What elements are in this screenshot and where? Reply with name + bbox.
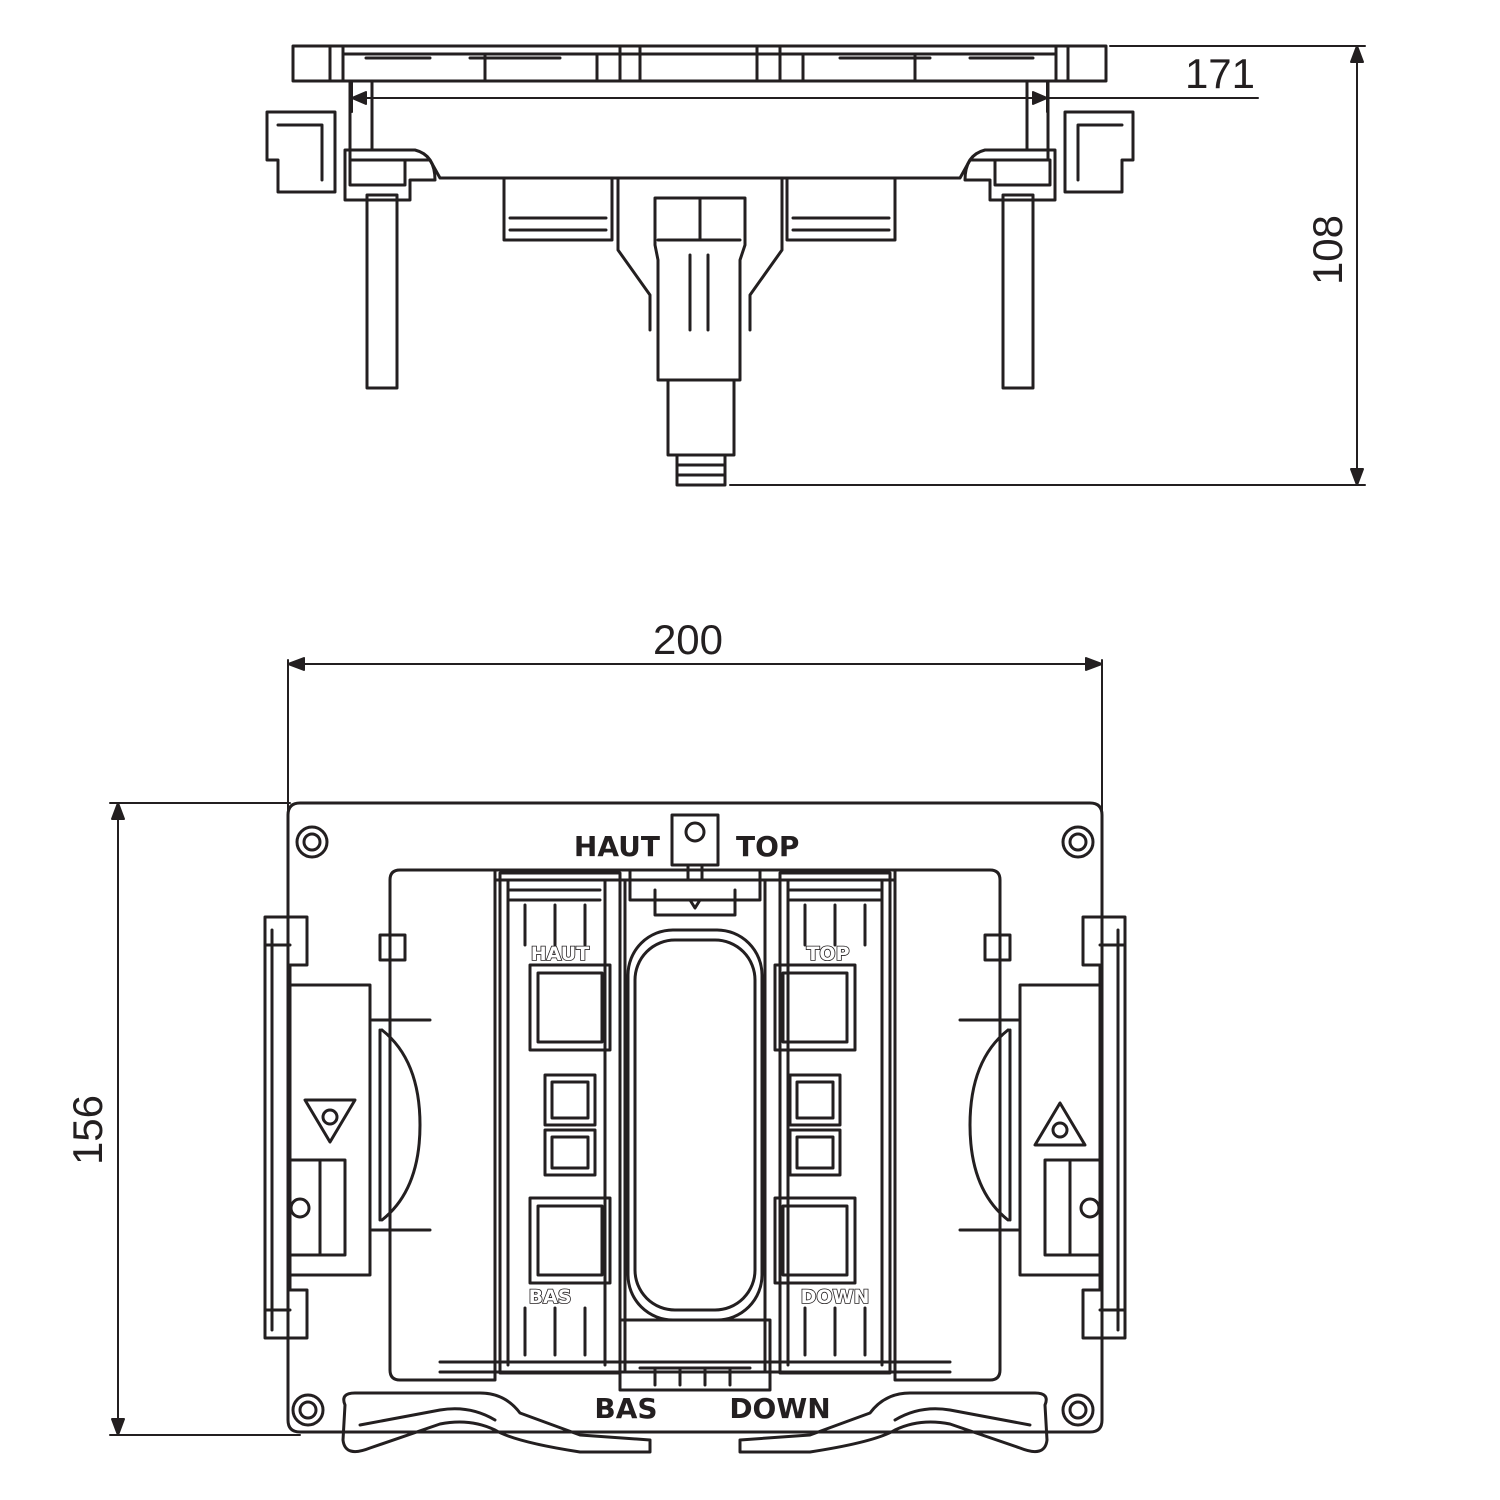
label-haut: HAUT [574,830,660,863]
side-left-clip [265,110,337,194]
label-bas: BAS [594,1392,657,1425]
label-inner-top: TOP [806,943,849,965]
dimension-200 [287,657,1103,811]
center-window [633,938,757,1312]
dimension-108 [729,45,1366,486]
dimension-200-label: 200 [653,616,723,663]
dimension-156-label: 156 [64,1095,111,1165]
top-center-tab [670,813,720,867]
side-right-leg [1001,193,1035,390]
side-view [265,44,1135,487]
dimension-171-label: 171 [1185,50,1255,97]
right-handle [738,1391,1049,1454]
side-left-leg [365,193,399,390]
dimension-171 [351,81,1259,113]
dimension-108-label: 108 [1304,215,1351,285]
dimension-156 [109,802,301,1436]
bolt-top-left [295,825,329,859]
bolt-bottom-left [291,1393,325,1427]
side-right-clip [1063,110,1135,194]
right-slider-column [773,871,892,1375]
label-inner-bas: BAS [529,1286,572,1308]
top-view [263,801,1127,1454]
left-handle [341,1391,652,1454]
label-inner-haut: HAUT [531,943,589,965]
top-outer-frame [286,801,1104,1434]
bolt-top-right [1061,825,1095,859]
triangle-up-icon [1033,1101,1087,1147]
side-main-body [348,79,1050,180]
side-top-plate [291,44,1108,83]
side-center-spout [653,196,747,382]
label-inner-down: DOWN [801,1286,870,1308]
label-top: TOP [736,830,799,863]
label-down: DOWN [729,1392,830,1425]
bolt-bottom-right [1061,1393,1095,1427]
triangle-down-icon [303,1098,357,1144]
